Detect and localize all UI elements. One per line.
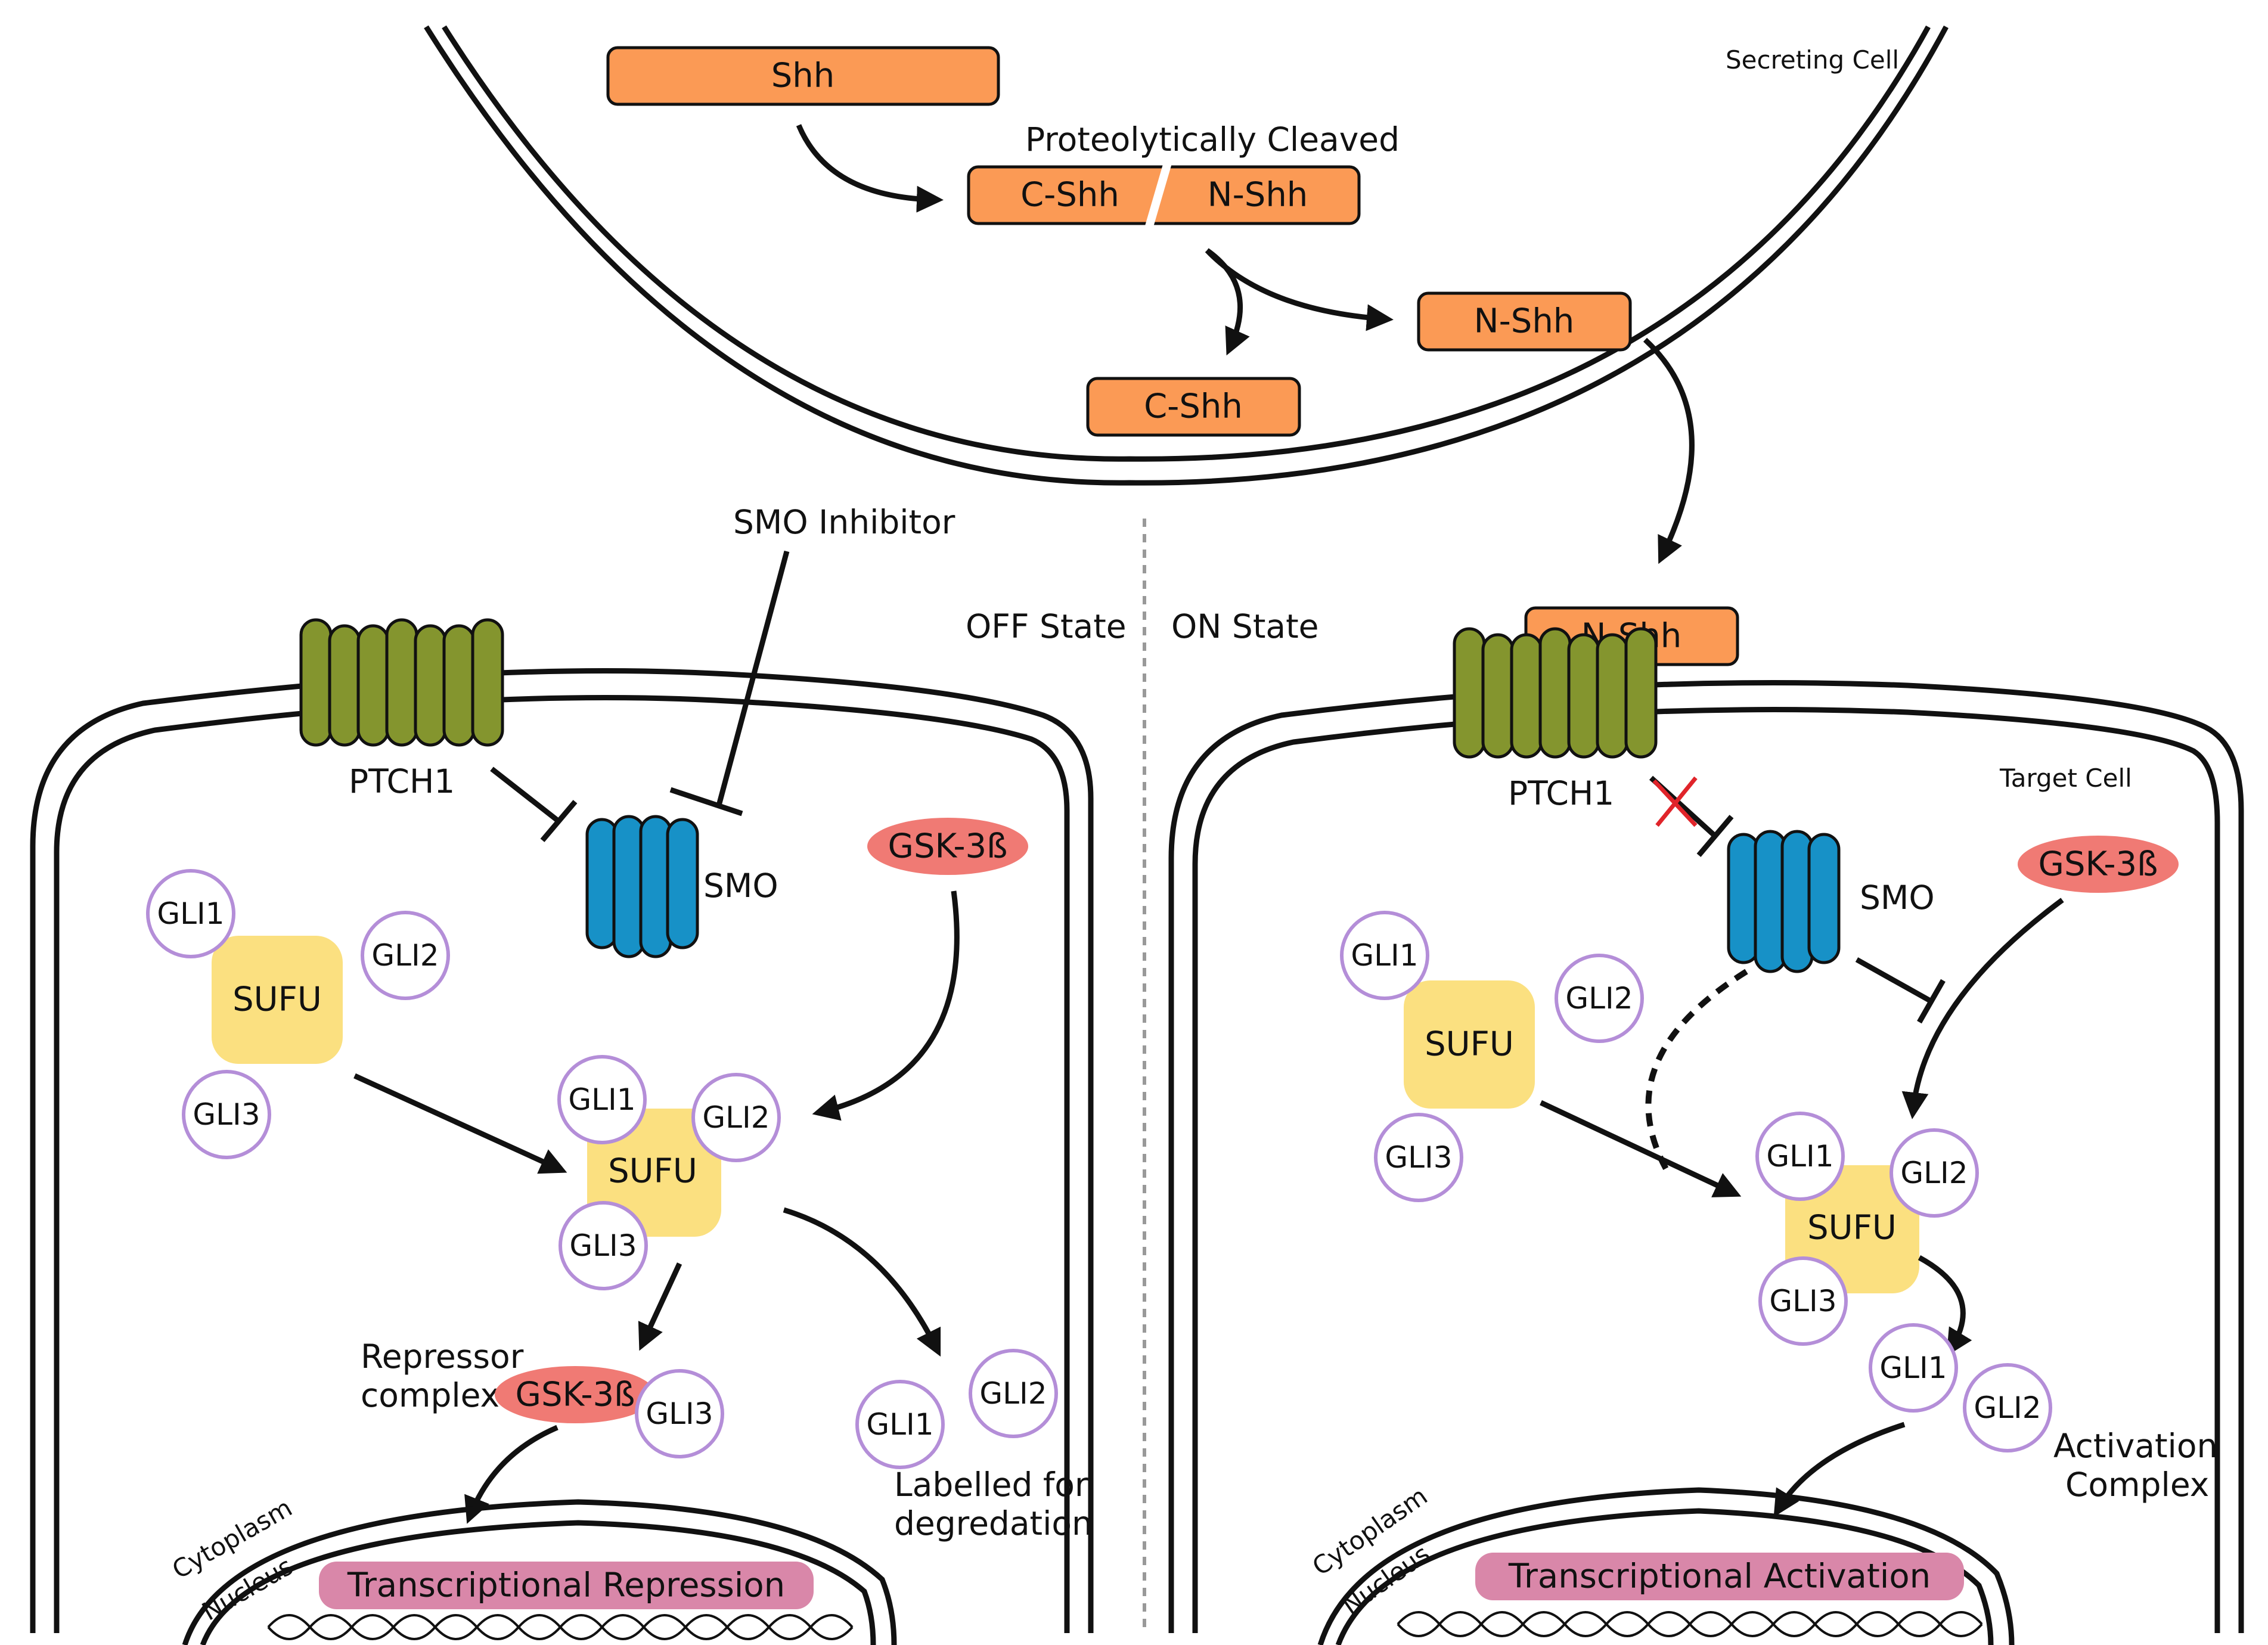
svg-text:Transcriptional Repression: Transcriptional Repression xyxy=(347,1566,785,1605)
off-state-label: OFF State xyxy=(966,607,1127,645)
arrow-complex-to-repressor xyxy=(638,1262,682,1351)
secreting-cell: Secreting Cell Shh Proteolytically Cleav… xyxy=(424,25,1949,564)
smo-label: SMO xyxy=(703,867,778,905)
ptch1-receptor xyxy=(299,618,504,747)
on-free-sufu-group: SUFU GLI1 GLI2 GLI3 xyxy=(1340,911,1644,1202)
cleavage-mark xyxy=(1143,160,1172,234)
process-label: Proteolytically Cleaved xyxy=(1025,120,1400,159)
on-panel: Target Cell N-Shh PTCH1 xyxy=(1168,606,2244,1645)
transcriptional-repression: Transcriptional Repression xyxy=(319,1562,814,1609)
inhibit-ptch1-smo xyxy=(490,766,562,825)
on-gsk3b-enzyme: GSK-3ß xyxy=(2018,836,2179,893)
svg-text:C-Shh: C-Shh xyxy=(1020,176,1119,215)
degradation-glis: GLI1 GLI2 xyxy=(855,1349,1058,1469)
svg-text:SUFU: SUFU xyxy=(1807,1209,1897,1247)
sufu-gli-complex: SUFU GLI1 GLI2 GLI3 xyxy=(557,1055,781,1290)
svg-text:GLI1: GLI1 xyxy=(866,1407,933,1442)
on-cell-membrane-outer xyxy=(1168,680,2244,1633)
off-dna-helix xyxy=(267,1614,854,1640)
svg-text:GLI2: GLI2 xyxy=(702,1100,770,1135)
inhibit-smo-gsk xyxy=(1855,957,1933,1004)
activation-label-line2: Complex xyxy=(2065,1466,2209,1504)
svg-text:GLI3: GLI3 xyxy=(646,1396,713,1431)
gsk3b-enzyme: GSK-3ß xyxy=(867,818,1028,875)
arrow-free-to-complex xyxy=(353,1073,567,1174)
on-nuclear-envelope-outer xyxy=(1317,1487,2015,1645)
arrow-complex-to-degradation xyxy=(783,1207,941,1357)
transcriptional-activation: Transcriptional Activation xyxy=(1475,1553,1964,1600)
shh-precursor: Shh xyxy=(606,46,1000,106)
off-panel: PTCH1 SMO Inhibitor SMO GSK-3ß SUFU GLI1 xyxy=(30,503,1094,1645)
arrow-shh-to-cleaved xyxy=(796,124,944,213)
arrow-on-free-to-complex xyxy=(1540,1100,1742,1197)
svg-text:GLI3: GLI3 xyxy=(193,1097,260,1132)
activation-complex: GLI1 GLI2 xyxy=(1869,1323,2052,1452)
arrow-to-n-shh xyxy=(1205,248,1394,331)
svg-text:GLI1: GLI1 xyxy=(1351,938,1418,973)
svg-text:GSK-3ß: GSK-3ß xyxy=(2039,845,2158,884)
secreting-cell-membrane-outer xyxy=(424,25,1949,486)
smo-activation-dashed xyxy=(1645,969,1748,1176)
on-cell-membrane-inner xyxy=(1192,707,2220,1633)
smo-receptor xyxy=(585,815,699,958)
svg-text:GLI1: GLI1 xyxy=(1879,1351,1947,1385)
svg-text:GLI1: GLI1 xyxy=(568,1082,635,1117)
on-sufu-gli-complex: SUFU GLI1 GLI2 GLI3 xyxy=(1755,1112,1979,1346)
svg-text:GSK-3ß: GSK-3ß xyxy=(888,827,1008,866)
svg-text:GLI2: GLI2 xyxy=(1900,1156,1968,1190)
arrow-complex-to-activation xyxy=(1918,1255,1972,1357)
svg-text:C-Shh: C-Shh xyxy=(1144,387,1243,426)
svg-text:GLI1: GLI1 xyxy=(157,896,224,931)
off-cell-membrane-outer xyxy=(30,668,1094,1633)
repressor-label-line1: Repressor xyxy=(361,1337,524,1376)
on-dna-helix xyxy=(1397,1611,1983,1637)
on-ptch1-label: PTCH1 xyxy=(1508,774,1614,812)
svg-text:Transcriptional Activation: Transcriptional Activation xyxy=(1508,1557,1931,1596)
arrow-gsk-to-on-complex xyxy=(1901,898,2064,1119)
svg-text:GSK-3ß: GSK-3ß xyxy=(516,1376,635,1414)
target-cell-label: Target Cell xyxy=(1999,763,2132,793)
svg-text:GLI2: GLI2 xyxy=(979,1376,1047,1411)
ptch1-label: PTCH1 xyxy=(349,762,455,800)
smo-inhibitor-label: SMO Inhibitor xyxy=(733,503,955,541)
svg-text:GLI3: GLI3 xyxy=(1385,1140,1452,1175)
arrow-n-shh-to-target xyxy=(1643,337,1695,564)
off-cell-membrane-inner xyxy=(54,695,1070,1633)
on-ptch1-receptor xyxy=(1453,627,1658,759)
svg-text:SUFU: SUFU xyxy=(1425,1025,1514,1064)
svg-text:SUFU: SUFU xyxy=(232,980,322,1019)
arrow-repressor-to-nucleus xyxy=(464,1424,559,1524)
activation-label-line1: Activation xyxy=(2053,1427,2217,1465)
svg-text:GLI3: GLI3 xyxy=(569,1228,637,1263)
arrow-gsk-to-complex xyxy=(812,890,960,1121)
degradation-label-line2: degredation xyxy=(894,1504,1093,1542)
svg-text:GLI1: GLI1 xyxy=(1766,1139,1833,1174)
on-smo-receptor xyxy=(1727,830,1841,973)
svg-text:N-Shh: N-Shh xyxy=(1208,176,1308,215)
svg-text:GLI2: GLI2 xyxy=(371,938,439,973)
svg-text:SUFU: SUFU xyxy=(608,1152,697,1191)
svg-text:GLI2: GLI2 xyxy=(1974,1391,2041,1425)
secreting-cell-label: Secreting Cell xyxy=(1726,45,1899,75)
repressor-label-line2: complex xyxy=(361,1376,499,1414)
inhibit-smo-inhibitor xyxy=(715,550,790,809)
cleaved-shh: C-Shh N-Shh xyxy=(967,160,1361,234)
blocked-cross-icon xyxy=(1652,776,1698,827)
svg-text:Shh: Shh xyxy=(771,57,835,95)
off-nuclear-envelope-outer xyxy=(182,1499,897,1645)
off-nuclear-envelope-inner xyxy=(200,1520,876,1645)
free-sufu-group: SUFU GLI1 GLI2 GLI3 xyxy=(146,869,450,1159)
svg-text:GLI3: GLI3 xyxy=(1769,1284,1836,1318)
on-state-label: ON State xyxy=(1171,607,1319,645)
c-shh-fragment: C-Shh xyxy=(1086,377,1301,437)
n-shh-fragment: N-Shh xyxy=(1417,291,1632,352)
svg-text:GLI2: GLI2 xyxy=(1565,981,1633,1016)
svg-text:N-Shh: N-Shh xyxy=(1474,302,1575,341)
on-smo-label: SMO xyxy=(1860,879,1935,917)
degradation-label-line1: Labelled for xyxy=(894,1466,1088,1504)
repressor-complex: GSK-3ß GLI3 xyxy=(495,1366,724,1458)
secreting-cell-membrane-inner xyxy=(442,25,1931,462)
on-nuclear-envelope-inner xyxy=(1335,1508,1994,1645)
